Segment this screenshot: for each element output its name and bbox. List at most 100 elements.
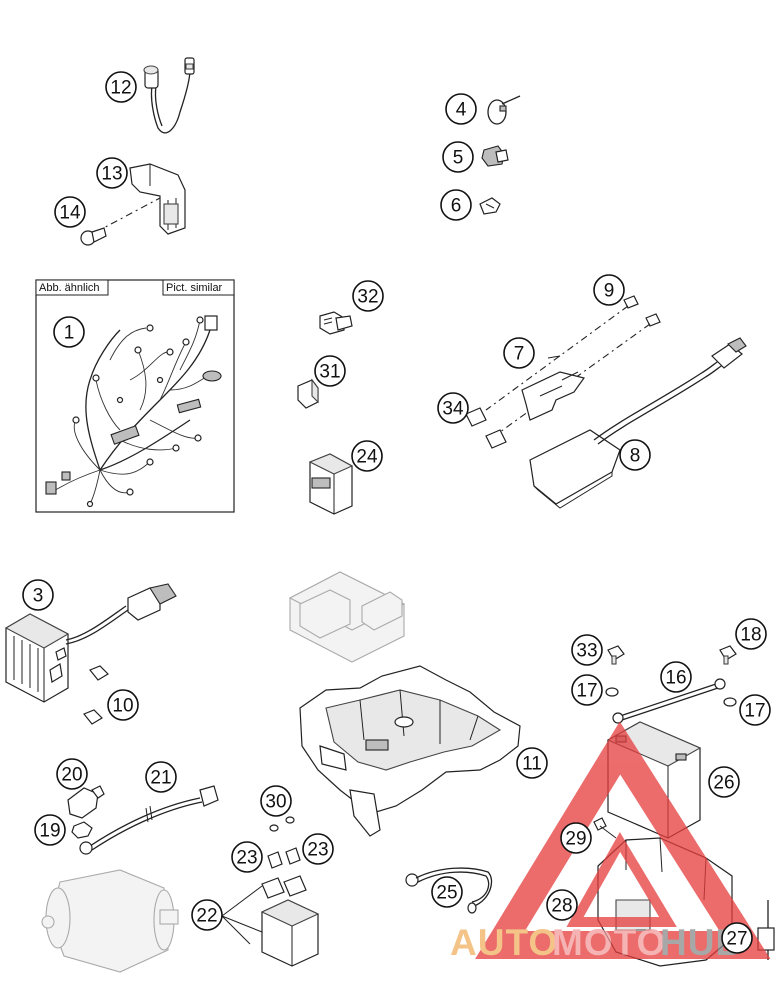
callout-19: 19 — [34, 814, 66, 846]
part-20-terminal-cap — [67, 785, 105, 819]
part-33-screw — [607, 645, 625, 665]
part-16-battery-cable — [612, 678, 726, 724]
svg-text:5: 5 — [453, 148, 464, 169]
callout-25: 25 — [431, 876, 463, 908]
svg-text:11: 11 — [522, 754, 542, 775]
callout-3: 3 — [22, 579, 54, 611]
svg-text:23: 23 — [236, 848, 257, 869]
svg-text:16: 16 — [665, 668, 686, 689]
part-7-bracket — [521, 355, 586, 421]
callout-9: 9 — [593, 274, 625, 306]
callout-27: 27 — [721, 922, 753, 954]
part-6-clip — [479, 197, 501, 215]
svg-text:30: 30 — [265, 792, 286, 813]
svg-text:1: 1 — [64, 323, 75, 344]
part-18-screw — [719, 645, 737, 665]
svg-text:7: 7 — [514, 344, 525, 365]
callout-13: 13 — [96, 157, 128, 189]
svg-text:24: 24 — [356, 447, 378, 468]
part-1-wiring-harness — [45, 315, 222, 508]
svg-text:14: 14 — [59, 203, 81, 224]
callout-11: 11 — [516, 747, 548, 779]
svg-text:25: 25 — [436, 883, 457, 904]
box-label-german: Abb. ähnlich — [39, 282, 100, 294]
callout-17-right: 17 — [739, 694, 771, 726]
svg-text:31: 31 — [319, 362, 340, 383]
part-23-fuses — [267, 847, 301, 869]
part-14-screw — [80, 197, 161, 246]
part-12-kill-switch — [143, 57, 195, 134]
svg-text:12: 12 — [110, 78, 131, 99]
callout-14: 14 — [54, 196, 86, 228]
watermark-text-moto: MOTO — [552, 922, 666, 963]
part-21-starter-cable — [79, 785, 219, 855]
starter-motor — [41, 869, 179, 973]
svg-text:27: 27 — [726, 929, 747, 950]
callout-23-right: 23 — [302, 833, 334, 865]
svg-text:23: 23 — [307, 840, 328, 861]
part-3-voltage-regulator — [4, 583, 177, 703]
part-13-bracket — [129, 163, 186, 235]
svg-text:10: 10 — [112, 696, 133, 717]
ghost-ecu — [288, 571, 406, 663]
callout-34: 34 — [437, 392, 469, 424]
callout-30: 30 — [260, 785, 292, 817]
svg-text:34: 34 — [442, 399, 464, 420]
callout-31: 31 — [314, 355, 346, 387]
callout-21: 21 — [145, 761, 177, 793]
callout-5: 5 — [442, 141, 474, 173]
part-5-clip — [481, 145, 509, 167]
part-29-screw — [593, 817, 617, 839]
part-25-ground-cable — [405, 867, 493, 914]
svg-text:17: 17 — [744, 701, 765, 722]
callout-1: 1 — [53, 316, 85, 348]
svg-text:20: 20 — [61, 765, 82, 786]
svg-text:9: 9 — [604, 281, 615, 302]
svg-text:18: 18 — [740, 625, 761, 646]
callout-20: 20 — [56, 758, 88, 790]
svg-text:32: 32 — [357, 287, 378, 308]
part-24-relay — [308, 453, 354, 515]
svg-text:33: 33 — [576, 641, 597, 662]
callout-24: 24 — [351, 440, 383, 472]
svg-text:26: 26 — [713, 773, 734, 794]
part-11-battery-tray — [299, 665, 521, 837]
callout-32: 32 — [352, 280, 384, 312]
svg-text:4: 4 — [456, 100, 467, 121]
box-label-english: Pict. similar — [166, 282, 223, 294]
svg-text:28: 28 — [551, 896, 572, 917]
callout-28: 28 — [546, 889, 578, 921]
svg-text:8: 8 — [630, 446, 641, 467]
callout-26: 26 — [708, 766, 740, 798]
callout-6: 6 — [440, 189, 472, 221]
part-4-cable-tie — [487, 95, 521, 125]
svg-text:21: 21 — [150, 768, 171, 789]
callout-16: 16 — [660, 661, 692, 693]
callout-22: 22 — [191, 899, 223, 931]
callout-18: 18 — [735, 618, 767, 650]
callout-12: 12 — [105, 71, 137, 103]
part-19-nut — [71, 821, 93, 839]
part-30-screws — [269, 816, 295, 832]
callout-23-left: 23 — [231, 841, 263, 873]
svg-text:13: 13 — [101, 164, 122, 185]
part-9-screws — [485, 295, 661, 433]
part-8-ecu-module — [529, 337, 747, 509]
part-34-sleeves — [465, 407, 507, 449]
part-10-screws — [83, 665, 109, 725]
svg-text:6: 6 — [451, 196, 462, 217]
callout-4: 4 — [445, 93, 477, 125]
callout-8: 8 — [619, 439, 651, 471]
watermark: AUTO MOTO HUB — [450, 721, 771, 963]
svg-text:17: 17 — [576, 681, 597, 702]
svg-text:3: 3 — [33, 586, 44, 607]
part-31-cap — [297, 378, 319, 409]
callout-7: 7 — [503, 337, 535, 369]
svg-text:29: 29 — [565, 829, 586, 850]
svg-text:19: 19 — [39, 821, 60, 842]
svg-text:22: 22 — [196, 906, 217, 927]
watermark-text-auto: AUTO — [450, 922, 558, 963]
callout-17-left: 17 — [571, 674, 603, 706]
part-22-starter-relay — [221, 875, 320, 967]
